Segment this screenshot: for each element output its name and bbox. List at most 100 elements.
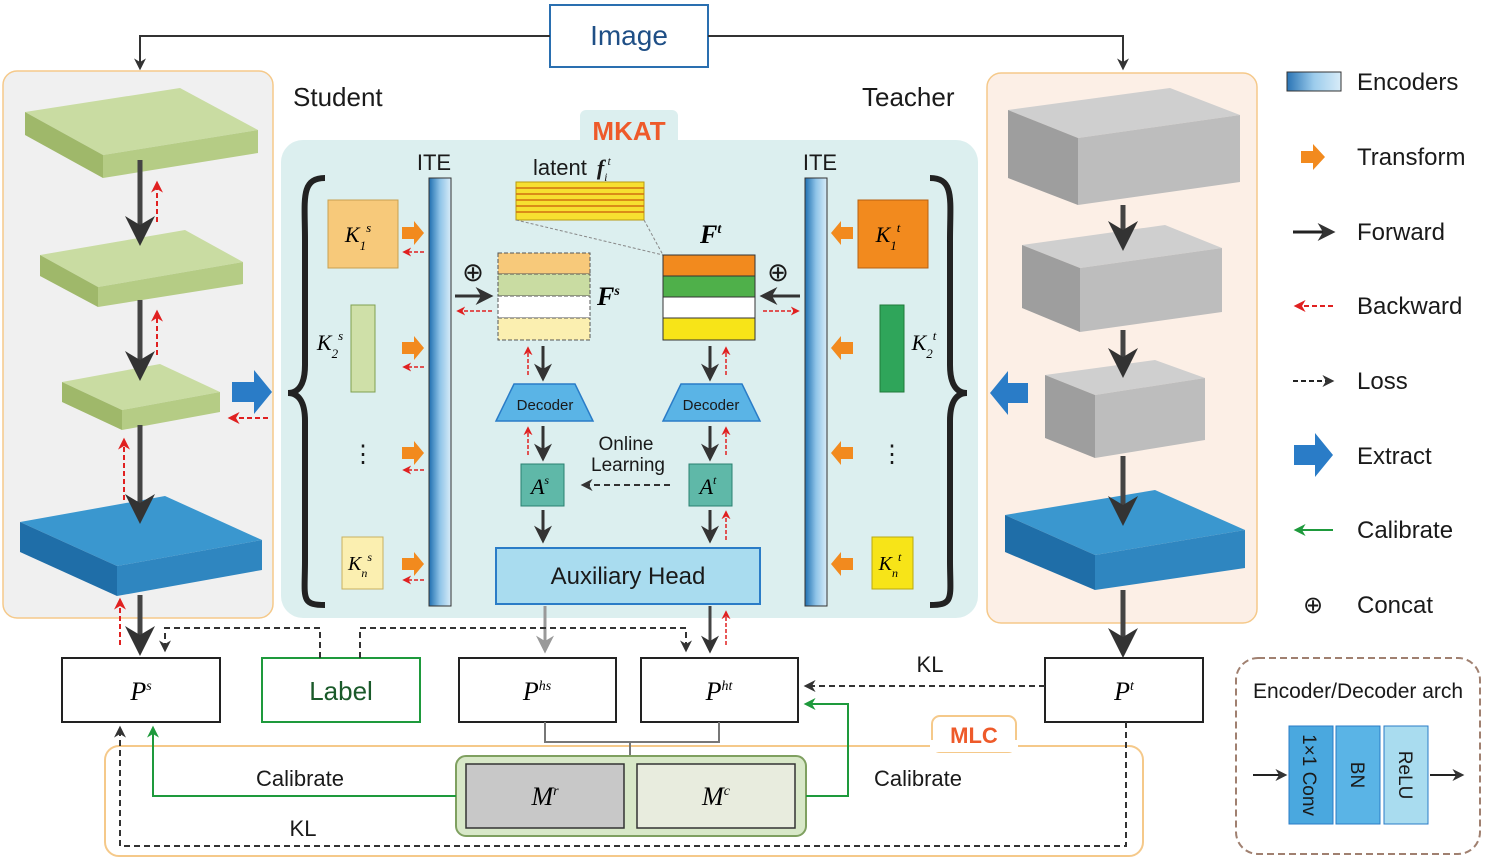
svg-text:Loss: Loss [1357,368,1408,395]
arch-box: Encoder/Decoder arch 1×1 Conv BN ReLU [1235,657,1481,855]
svg-text:Calibrate: Calibrate [1357,517,1453,544]
teacher-label: Teacher [862,82,955,112]
svg-text:ReLU: ReLU [1394,751,1415,800]
image-label: Image [590,20,668,51]
legend-loss: Loss [1293,368,1408,395]
student-transform-arrows [402,221,424,585]
mc-box: Mc [636,763,796,829]
teacher-extract-arrow [990,371,1028,415]
ite-left-bar [428,177,452,607]
teacher-key-n: Knt [871,536,914,590]
svg-text:Decoder: Decoder [517,397,574,414]
svg-text:BN: BN [1346,762,1367,788]
as-node: As [520,463,565,507]
calibrate-right-label: Calibrate [874,766,962,791]
calibrate-to-pht-arrow [803,698,849,797]
arch-conv-block: 1×1 Conv [1288,725,1334,825]
legend-concat: ⊕ Concat [1303,592,1433,619]
mlc-panel [104,745,1144,857]
teacher-key-2: K2t [879,304,937,393]
svg-text:Knt: Knt [878,550,902,580]
svg-text:Backward: Backward [1357,293,1462,320]
mr-box: Mr [465,763,625,829]
ps-box: Ps [61,657,221,723]
latent-zoom-line-left [515,219,664,256]
mkat-label: MKAT [592,116,665,146]
mkat-tab [580,110,678,146]
mkat-panel [281,140,978,618]
teacher-key-dots: ⋮ [880,441,904,468]
svg-text:Extract: Extract [1357,443,1432,470]
phs-box: Phs [458,657,617,723]
svg-text:Encoders: Encoders [1357,69,1458,96]
pt-box: Pt [1044,657,1204,723]
svg-text:Label: Label [309,676,373,706]
svg-text:As: As [529,473,549,499]
student-feature-stack [497,252,591,341]
student-key-2: K2s [316,304,376,393]
student-key-dots: ⋮ [351,441,375,468]
teacher-transform-arrows [831,221,853,576]
latent-feature-strip [515,181,645,221]
legend-calibrate: Calibrate [1293,517,1453,544]
ite-left-label: ITE [417,150,451,175]
mlc-tab-cover [930,740,1018,752]
svg-text:K1s: K1s [344,220,371,253]
svg-text:Pt: Pt [1113,677,1135,706]
svg-text:At: At [698,473,717,499]
transform-icon [1301,144,1325,170]
svg-text:Mr: Mr [530,782,559,811]
svg-text:1×1 Conv: 1×1 Conv [1298,734,1319,816]
svg-text:Phs: Phs [522,677,552,706]
teacher-feature-stack [662,254,756,341]
kl-pt-to-ps-arrow [114,722,1127,847]
legend-encoders: Encoders [1286,69,1458,96]
label-to-ps-loss-arrow [159,627,321,658]
phs-pht-connector [544,722,720,743]
concat-icon: ⊕ [1303,592,1323,619]
ft-label: Ft [699,220,722,249]
student-label: Student [293,82,383,112]
svg-text:Mc: Mc [701,782,731,811]
calibrate-to-ps-arrow [147,725,456,797]
svg-text:K2t: K2t [911,328,937,361]
pht-box: Pht [640,657,799,723]
svg-text:Pht: Pht [705,677,734,706]
student-encoder-block [20,496,262,596]
ite-right-label: ITE [803,150,837,175]
online-learning-label-1: Online [599,434,654,455]
student-extract-arrow [232,370,272,414]
svg-text:K1t: K1t [875,220,901,253]
extract-icon [1294,433,1333,477]
teacher-block-2 [1022,225,1222,332]
svg-text:Decoder: Decoder [683,397,740,414]
svg-text:Auxiliary Head: Auxiliary Head [551,563,706,590]
fs-label: Fs [596,282,620,311]
image-to-teacher-arrow [708,35,1129,71]
concat-left-symbol: ⊕ [462,257,484,287]
student-key-1: K1s [327,199,399,269]
student-block-3 [62,364,220,430]
image-node: Image [549,4,709,68]
svg-text:Kns: Kns [347,550,372,580]
svg-text:Forward: Forward [1357,219,1445,246]
teacher-block-3 [1045,360,1205,458]
decoder-left: Decoder [494,383,595,422]
arch-relu-block: ReLU [1383,725,1429,825]
svg-text:Ps: Ps [129,677,152,706]
decoder-right: Decoder [661,383,762,422]
arch-title: Encoder/Decoder arch [1253,680,1463,703]
concat-right-symbol: ⊕ [767,257,789,287]
arch-bn-block: BN [1335,725,1381,825]
student-block-2 [40,230,243,307]
student-brace [287,175,326,608]
legend-extract: Extract [1294,433,1432,477]
legend-transform: Transform [1301,144,1465,171]
kl-bottom-label: KL [290,816,317,841]
svg-text:K2s: K2s [316,328,343,361]
at-node: At [688,463,733,507]
svg-text:Concat: Concat [1357,592,1433,619]
auxiliary-head: Auxiliary Head [495,547,761,605]
